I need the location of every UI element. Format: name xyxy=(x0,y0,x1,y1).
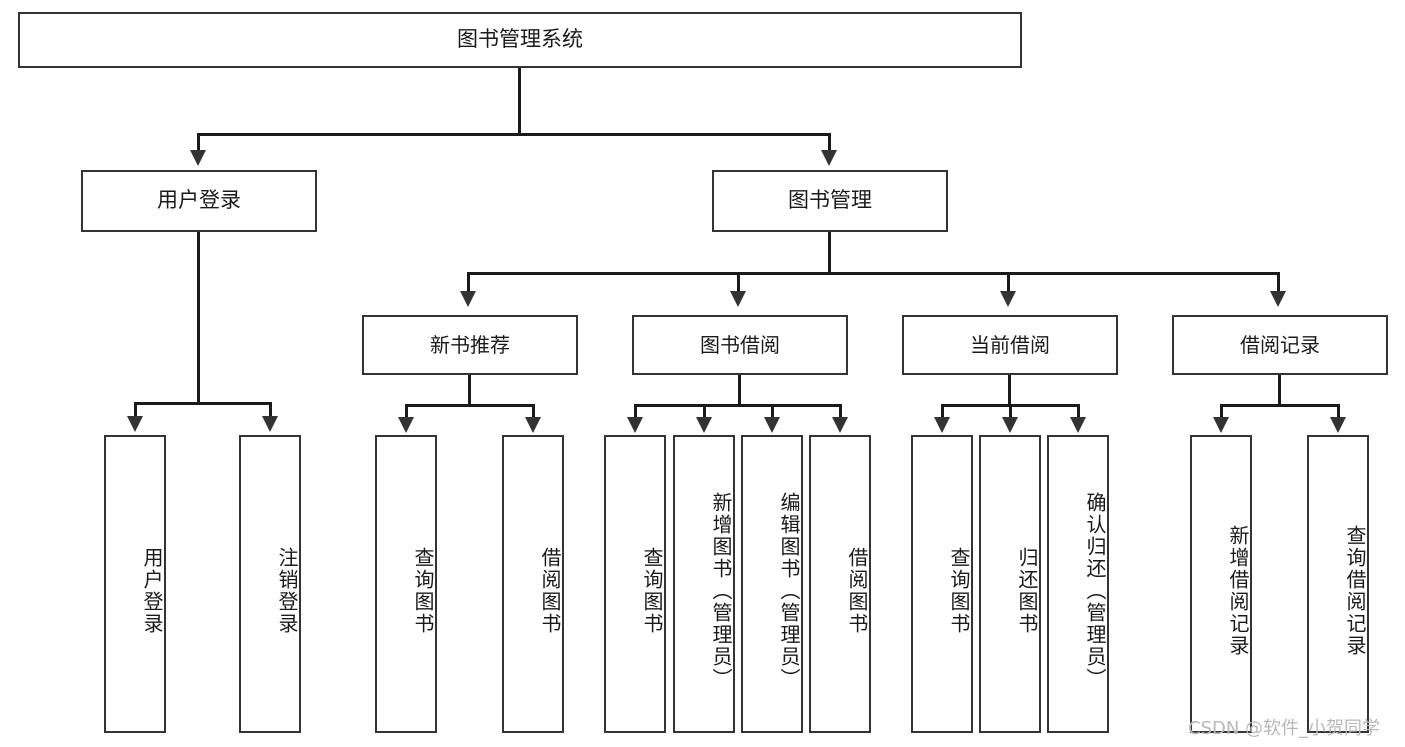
connector-drop-leaf-query-book-3 xyxy=(941,404,944,419)
node-leaf-add-record[interactable]: 新增借阅记录 xyxy=(1190,435,1252,733)
node-label: 编辑图书（管理员） xyxy=(777,492,801,690)
connector-level2-bus xyxy=(197,133,831,136)
node-label: 确认归还（管理员） xyxy=(1083,492,1107,690)
node-leaf-edit-book[interactable]: 编辑图书（管理员） xyxy=(741,435,803,733)
arrowhead-leaf-borrow-book-2 xyxy=(832,417,848,433)
node-label: 借阅图书 xyxy=(538,547,562,635)
node-label: 新增借阅记录 xyxy=(1226,525,1250,657)
connector-drop-book-management xyxy=(828,133,831,152)
arrowhead-leaf-confirm-return xyxy=(1070,417,1086,433)
node-leaf-query-record[interactable]: 查询借阅记录 xyxy=(1307,435,1369,733)
node-label: 新书推荐 xyxy=(430,332,510,357)
node-current-borrow[interactable]: 当前借阅 xyxy=(902,315,1118,375)
arrowhead-leaf-query-book-1 xyxy=(398,417,414,433)
arrowhead-user-login xyxy=(190,150,206,166)
node-label: 归还图书 xyxy=(1015,547,1039,635)
connector-drop-leaf-add-book xyxy=(703,404,706,419)
connector-borrow-record-stem xyxy=(1278,375,1281,406)
connector-book-borrow-bus xyxy=(634,404,842,407)
connector-book-management-stem xyxy=(828,232,831,274)
connector-drop-leaf-user-login xyxy=(134,402,137,418)
connector-drop-leaf-return-book xyxy=(1009,404,1012,419)
node-label: 注销登录 xyxy=(275,547,299,635)
node-leaf-logout-login[interactable]: 注销登录 xyxy=(239,435,301,733)
arrowhead-new-book-recommend xyxy=(460,291,476,307)
node-label: 图书管理系统 xyxy=(457,27,583,52)
arrowhead-leaf-borrow-book-1 xyxy=(525,417,541,433)
node-root-book-management-system[interactable]: 图书管理系统 xyxy=(18,12,1022,68)
arrowhead-leaf-query-book-3 xyxy=(934,417,950,433)
node-label: 查询图书 xyxy=(411,547,435,635)
connector-drop-leaf-add-record xyxy=(1220,404,1223,419)
node-leaf-user-login[interactable]: 用户登录 xyxy=(104,435,166,733)
node-borrow-record[interactable]: 借阅记录 xyxy=(1172,315,1388,375)
arrowhead-leaf-user-login xyxy=(127,416,143,432)
node-leaf-borrow-book-2[interactable]: 借阅图书 xyxy=(809,435,871,733)
node-label: 借阅图书 xyxy=(845,547,869,635)
node-book-borrow[interactable]: 图书借阅 xyxy=(632,315,848,375)
node-leaf-borrow-book-1[interactable]: 借阅图书 xyxy=(502,435,564,733)
node-leaf-query-book-2[interactable]: 查询图书 xyxy=(604,435,666,733)
node-user-login[interactable]: 用户登录 xyxy=(81,170,317,232)
connector-drop-leaf-confirm-return xyxy=(1077,404,1080,419)
arrowhead-leaf-add-record xyxy=(1213,417,1229,433)
arrowhead-leaf-query-book-2 xyxy=(627,417,643,433)
node-leaf-confirm-return[interactable]: 确认归还（管理员） xyxy=(1047,435,1109,733)
node-label: 当前借阅 xyxy=(970,332,1050,357)
connector-root-stem xyxy=(518,68,521,135)
connector-new-book-recommend-stem xyxy=(468,375,471,406)
connector-book-borrow-stem xyxy=(738,375,741,406)
arrowhead-leaf-logout-login xyxy=(262,416,278,432)
connector-drop-leaf-borrow-book-1 xyxy=(532,404,535,419)
node-label: 用户登录 xyxy=(140,547,164,635)
node-leaf-query-book-1[interactable]: 查询图书 xyxy=(375,435,437,733)
connector-new-book-recommend-bus xyxy=(405,404,535,407)
connector-drop-user-login xyxy=(197,133,200,152)
connector-drop-current-borrow xyxy=(1007,272,1010,293)
node-label: 查询图书 xyxy=(640,547,664,635)
node-label: 新增图书（管理员） xyxy=(709,492,733,690)
connector-drop-leaf-edit-book xyxy=(771,404,774,419)
connector-drop-leaf-borrow-book-2 xyxy=(839,404,842,419)
node-label: 图书借阅 xyxy=(700,332,780,357)
node-leaf-add-book[interactable]: 新增图书（管理员） xyxy=(673,435,735,733)
connector-drop-leaf-query-book-2 xyxy=(634,404,637,419)
node-label: 用户登录 xyxy=(157,188,241,213)
arrowhead-leaf-return-book xyxy=(1002,417,1018,433)
connector-drop-new-book-recommend xyxy=(467,272,470,293)
connector-current-borrow-stem xyxy=(1008,375,1011,406)
csdn-watermark: CSDN @软件_小贺同学 xyxy=(1188,718,1381,739)
node-new-book-recommend[interactable]: 新书推荐 xyxy=(362,315,578,375)
connector-drop-borrow-record xyxy=(1277,272,1280,293)
arrowhead-borrow-record xyxy=(1270,291,1286,307)
arrowhead-leaf-edit-book xyxy=(764,417,780,433)
node-label: 图书管理 xyxy=(788,188,872,213)
node-label: 借阅记录 xyxy=(1240,332,1320,357)
connector-borrow-record-bus xyxy=(1220,404,1340,407)
connector-level3-bus xyxy=(467,272,1279,275)
node-leaf-return-book[interactable]: 归还图书 xyxy=(979,435,1041,733)
arrowhead-current-borrow xyxy=(1000,291,1016,307)
connector-drop-leaf-logout-login xyxy=(269,402,272,418)
arrowhead-book-borrow xyxy=(730,291,746,307)
connector-drop-leaf-query-book-1 xyxy=(405,404,408,419)
connector-drop-book-borrow xyxy=(737,272,740,293)
connector-user-login-bus xyxy=(134,402,272,405)
connector-drop-leaf-query-record xyxy=(1337,404,1340,419)
node-label: 查询图书 xyxy=(947,547,971,635)
arrowhead-book-management xyxy=(821,150,837,166)
node-leaf-query-book-3[interactable]: 查询图书 xyxy=(911,435,973,733)
node-label: 查询借阅记录 xyxy=(1343,525,1367,657)
node-book-management[interactable]: 图书管理 xyxy=(712,170,948,232)
arrowhead-leaf-add-book xyxy=(696,417,712,433)
connector-user-login-stem xyxy=(197,232,200,404)
arrowhead-leaf-query-record xyxy=(1330,417,1346,433)
